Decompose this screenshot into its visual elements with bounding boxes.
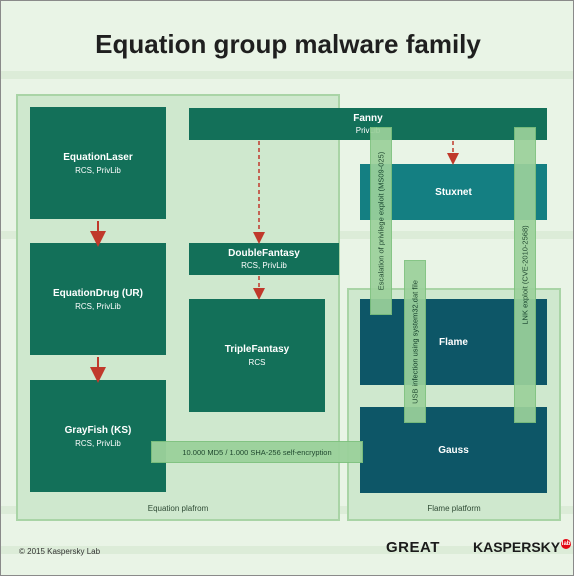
copyright-text: © 2015 Kaspersky Lab: [19, 547, 101, 556]
fanny-sub: PrivLib: [355, 126, 381, 135]
doublefantasy-box: DoubleFantasy RCS, PrivLib: [189, 243, 339, 275]
usb-infection-band: USB infection using system32.dat file: [404, 260, 426, 423]
triplefantasy-box: TripleFantasy RCS: [189, 299, 325, 412]
background-stripe: [1, 546, 573, 554]
kaspersky-wordmark: KASPERSKY: [473, 539, 561, 555]
kaspersky-lab-badge: lab: [561, 539, 572, 549]
equation-platform-label: Equation plafrom: [147, 504, 209, 513]
gauss-name: Gauss: [438, 444, 469, 456]
fanny-box: Fanny PrivLib: [189, 108, 547, 140]
equationlaser-name: EquationLaser: [63, 151, 133, 163]
background-stripe: [1, 71, 573, 79]
equationdrug-name: EquationDrug (UR): [53, 287, 143, 299]
triplefantasy-name: TripleFantasy: [224, 344, 290, 355]
equationlaser-box: EquationLaser RCS, PrivLib: [30, 107, 166, 219]
self-encryption-band: 10.000 MD5 / 1.000 SHA-256 self-encrypti…: [151, 441, 363, 463]
great-logo: GREAT: [386, 539, 440, 556]
stuxnet-name: Stuxnet: [435, 186, 472, 198]
diagram-title: Equation group malware family: [95, 29, 481, 59]
grayfish-sub: RCS, PrivLib: [75, 438, 121, 448]
fanny-name: Fanny: [353, 113, 383, 124]
flame-platform-label: Flame platform: [427, 504, 481, 513]
grayfish-box: GrayFish (KS) RCS, PrivLib: [30, 380, 166, 492]
doublefantasy-name: DoubleFantasy: [228, 248, 300, 259]
equationlaser-sub: RCS, PrivLib: [75, 165, 121, 175]
lnk-exploit-band: LNK exploit (CVE-2010-2568): [514, 127, 536, 423]
doublefantasy-sub: RCS, PrivLib: [241, 261, 287, 270]
grayfish-name: GrayFish (KS): [64, 424, 132, 436]
flame-name: Flame: [439, 336, 468, 348]
equationdrug-box: EquationDrug (UR) RCS, PrivLib: [30, 243, 166, 355]
triplefantasy-sub: RCS: [248, 358, 266, 367]
equationdrug-sub: RCS, PrivLib: [75, 301, 121, 311]
escalation-exploit-band: Escalation of privilege exploit (MS09-02…: [370, 127, 392, 315]
